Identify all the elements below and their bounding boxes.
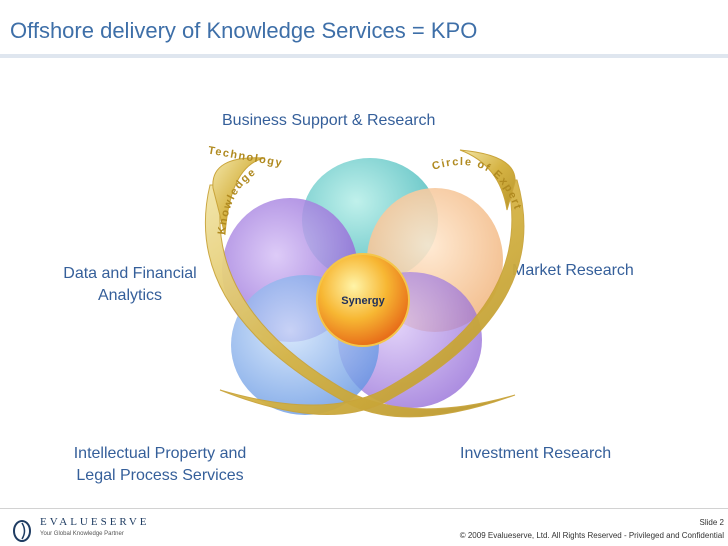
synergy-core xyxy=(316,253,410,347)
label-ip-legal: Intellectual Property and Legal Process … xyxy=(40,443,280,487)
copyright-notice: © 2009 Evalueserve, Ltd. All Rights Rese… xyxy=(459,531,724,540)
gold-arc-left xyxy=(204,184,516,418)
label-ip-legal-line2: Legal Process Services xyxy=(76,467,244,484)
gold-arc-right xyxy=(219,179,525,415)
label-data-financial-line1: Data and Financial xyxy=(63,265,197,282)
label-data-financial-line2: Analytics xyxy=(97,287,163,304)
slide-title: Offshore delivery of Knowledge Services … xyxy=(10,18,478,43)
label-ip-legal-line1: Intellectual Property and xyxy=(73,445,247,462)
synergy-diagram: Knowledge Technology Circle of Experts S… xyxy=(195,140,525,418)
gold-arc-top-left xyxy=(212,157,266,236)
brand-name: EVALUESERVE xyxy=(40,516,150,528)
brand-tagline: Your Global Knowledge Partner xyxy=(40,531,124,537)
label-business-support: Business Support & Research xyxy=(222,112,436,129)
gold-arc-top-right xyxy=(459,149,516,211)
slide-number: Slide 2 xyxy=(699,518,724,527)
label-market-research: Market Research xyxy=(512,262,634,279)
synergy-label: Synergy xyxy=(341,295,385,307)
title-divider xyxy=(0,54,728,58)
evalueserve-logo-icon xyxy=(13,520,31,542)
label-investment-research: Investment Research xyxy=(460,445,612,462)
footer: EVALUESERVE Your Global Knowledge Partne… xyxy=(0,508,728,546)
footer-divider xyxy=(0,508,728,509)
label-data-financial: Data and Financial Analytics xyxy=(30,263,230,307)
